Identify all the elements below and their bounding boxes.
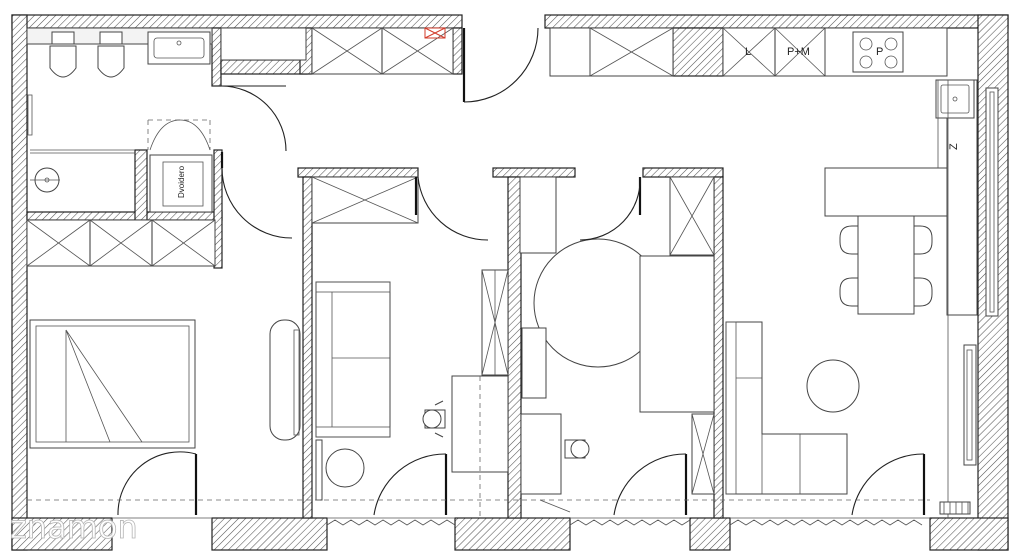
interior-walls [26, 27, 724, 519]
room-2 [311, 176, 509, 518]
bathroom: Dvoidero [26, 27, 213, 213]
bedroom [29, 319, 301, 449]
kitchen-sink [935, 79, 975, 119]
washing-machine: Dvoidero [149, 154, 213, 213]
kitchen-cabinets: L P+M P [549, 27, 948, 77]
sofa [315, 281, 391, 438]
bedroom-wardrobe [26, 219, 216, 267]
window-sills [27, 499, 971, 526]
washbasin [147, 31, 211, 65]
desk-1 [422, 375, 509, 518]
room-3 [519, 176, 715, 513]
toilet [49, 31, 77, 78]
doors [117, 27, 926, 516]
dining-table [839, 215, 933, 315]
living-kitchen: Z [725, 79, 999, 518]
cabinet-pm-label: P+M [787, 46, 810, 58]
bidet [97, 31, 125, 78]
washer-label: Dvoidero [177, 165, 186, 198]
corner-sofa [725, 321, 848, 495]
stove: P [852, 31, 904, 73]
desk-2 [520, 413, 590, 495]
hall-cabinets [220, 27, 454, 75]
cabinet-l-label: L [745, 46, 751, 58]
watermark: znamon [10, 508, 138, 546]
fridge-label: Z [948, 143, 960, 150]
stove-label: P [876, 46, 883, 58]
shower [30, 167, 60, 193]
